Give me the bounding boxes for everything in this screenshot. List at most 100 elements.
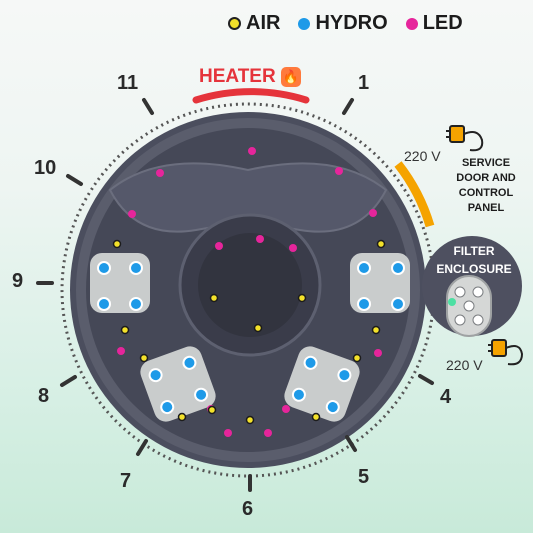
- led-light: [128, 210, 136, 218]
- heater-label: HEATER: [199, 66, 276, 87]
- seat-left: [90, 253, 150, 313]
- service-line-4: PANEL: [467, 202, 505, 214]
- heater-arc: [192, 88, 310, 104]
- hydro-jet: [148, 368, 163, 383]
- filter-indicator: [448, 298, 456, 306]
- hydro-jet: [325, 400, 340, 415]
- legend-hydro-label: HYDRO: [315, 12, 388, 34]
- hydro-jet: [291, 387, 306, 402]
- hydro-jet: [160, 400, 175, 415]
- tick-8: [60, 375, 77, 387]
- air-jet: [112, 239, 122, 249]
- clock-label-4: 4: [440, 386, 452, 408]
- led-light: [289, 244, 297, 252]
- clock-label-9: 9: [12, 270, 24, 292]
- air-jet: [207, 405, 217, 415]
- led-light: [224, 429, 232, 437]
- seat-pad: [284, 346, 360, 422]
- clock-label-7: 7: [120, 470, 132, 492]
- air-jet: [139, 353, 149, 363]
- led-light: [256, 235, 264, 243]
- service-panel-label: SERVICE DOOR AND CONTROL PANEL: [446, 156, 526, 216]
- hydro-jet: [129, 261, 143, 275]
- air-jet: [371, 325, 381, 335]
- voltage-top: 220 V: [404, 148, 441, 164]
- plug-cord: [463, 131, 484, 152]
- tick-7: [136, 439, 148, 456]
- hydro-jet: [391, 297, 405, 311]
- led-light: [248, 147, 256, 155]
- hydro-jet: [97, 297, 111, 311]
- led-light: [156, 169, 164, 177]
- voltage-bottom: 220 V: [446, 357, 483, 373]
- hydro-jet: [303, 355, 318, 370]
- air-jet: [311, 412, 321, 422]
- plug-icon: [446, 125, 484, 152]
- hydro-jet: [391, 261, 405, 275]
- hydro-jet: [194, 387, 209, 402]
- tick-10: [66, 174, 83, 186]
- flame-icon: 🔥: [280, 67, 301, 87]
- led-light: [117, 347, 125, 355]
- air-jet: [209, 293, 219, 303]
- led-legend-dot: [405, 17, 418, 30]
- tick-11: [142, 98, 154, 115]
- filter-hole: [472, 286, 484, 298]
- hydro-jet: [97, 261, 111, 275]
- air-jet: [352, 353, 362, 363]
- seat-pad: [140, 346, 216, 422]
- filter-hole: [454, 286, 466, 298]
- hydro-jet: [182, 355, 197, 370]
- air-jet: [297, 293, 307, 303]
- filter-line-1: FILTER: [453, 244, 495, 258]
- air-jet: [253, 323, 263, 333]
- service-line-1: SERVICE: [461, 157, 511, 169]
- service-line-2: DOOR AND: [456, 172, 516, 184]
- legend-led-label: LED: [422, 12, 463, 34]
- legend-air: AIR: [228, 12, 280, 35]
- filter-holes: [454, 286, 484, 326]
- filter-line-2: ENCLOSURE: [436, 262, 512, 276]
- service-panel-arc: [394, 161, 435, 228]
- footwell-floor: [198, 233, 302, 337]
- air-legend-dot: [228, 17, 241, 30]
- led-light: [215, 242, 223, 250]
- clock-label-6: 6: [242, 498, 254, 520]
- plug-body: [449, 125, 465, 143]
- hydro-jet: [337, 368, 352, 383]
- legend-led: LED: [405, 12, 463, 35]
- clock-label-5: 5: [358, 466, 370, 488]
- clock-label-8: 8: [38, 385, 50, 407]
- air-jet: [376, 239, 386, 249]
- air-jet: [177, 412, 187, 422]
- hydro-legend-dot: [298, 17, 311, 30]
- filter-hole: [454, 314, 466, 326]
- air-jet: [245, 415, 255, 425]
- service-line-3: CONTROL: [458, 187, 514, 199]
- legend-hydro: HYDRO: [298, 12, 388, 35]
- filter-enclosure-label: FILTER ENCLOSURE: [432, 242, 516, 278]
- filter-hole: [463, 300, 475, 312]
- tick-1: [342, 98, 354, 115]
- hydro-jet: [357, 261, 371, 275]
- led-light: [264, 429, 272, 437]
- filter-hole: [472, 314, 484, 326]
- plug-icon: [488, 339, 524, 366]
- seat-bottom-left: [140, 346, 216, 422]
- clock-label-11: 11: [117, 72, 139, 94]
- led-light: [369, 209, 377, 217]
- legend: AIR HYDRO LED: [228, 12, 463, 35]
- plug-cord: [505, 345, 524, 366]
- clock-label-10: 10: [34, 157, 57, 179]
- led-light: [335, 167, 343, 175]
- clock-ticks: [36, 98, 434, 492]
- led-light: [282, 405, 290, 413]
- hydro-jet: [357, 297, 371, 311]
- plug-body: [491, 339, 507, 357]
- air-jets: [112, 239, 386, 425]
- heater-label-group: HEATER 🔥: [199, 66, 301, 88]
- seat-right: [350, 253, 410, 313]
- seat-bottom-right: [284, 346, 360, 422]
